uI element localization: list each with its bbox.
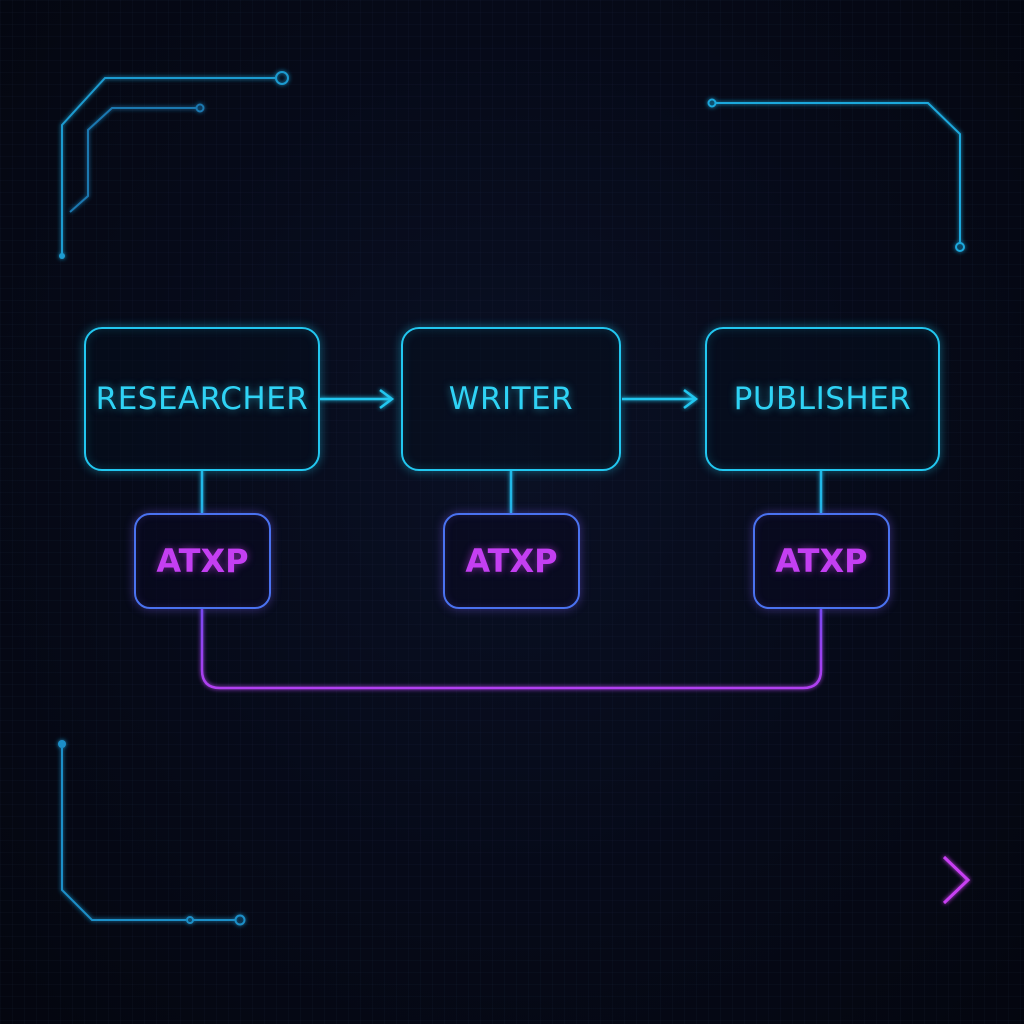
atxp-node-2: ATXP [443, 513, 580, 609]
agent-node-writer: WRITER [401, 327, 621, 471]
atxp-label-1: ATXP [156, 542, 249, 580]
atxp-label-3: ATXP [775, 542, 868, 580]
atxp-label-2: ATXP [465, 542, 558, 580]
circuit-trace-icon-bottom-left [58, 740, 246, 926]
atxp-bus-line [200, 609, 823, 690]
agent-label-publisher: PUBLISHER [733, 381, 912, 417]
right-arrow-icon-accent [740, 855, 971, 905]
circuit-trace-icon-top-left [59, 71, 289, 259]
agent-label-writer: WRITER [448, 381, 574, 417]
right-arrow-icon-1 [320, 389, 395, 409]
agent-connectors [200, 471, 823, 514]
atxp-node-3: ATXP [753, 513, 890, 609]
atxp-node-1: ATXP [134, 513, 271, 609]
right-arrow-icon-2 [622, 389, 699, 409]
circuit-trace-icon-top-right [707, 98, 965, 252]
agent-node-researcher: RESEARCHER [84, 327, 320, 471]
agent-node-publisher: PUBLISHER [705, 327, 940, 471]
agent-label-researcher: RESEARCHER [95, 381, 309, 417]
